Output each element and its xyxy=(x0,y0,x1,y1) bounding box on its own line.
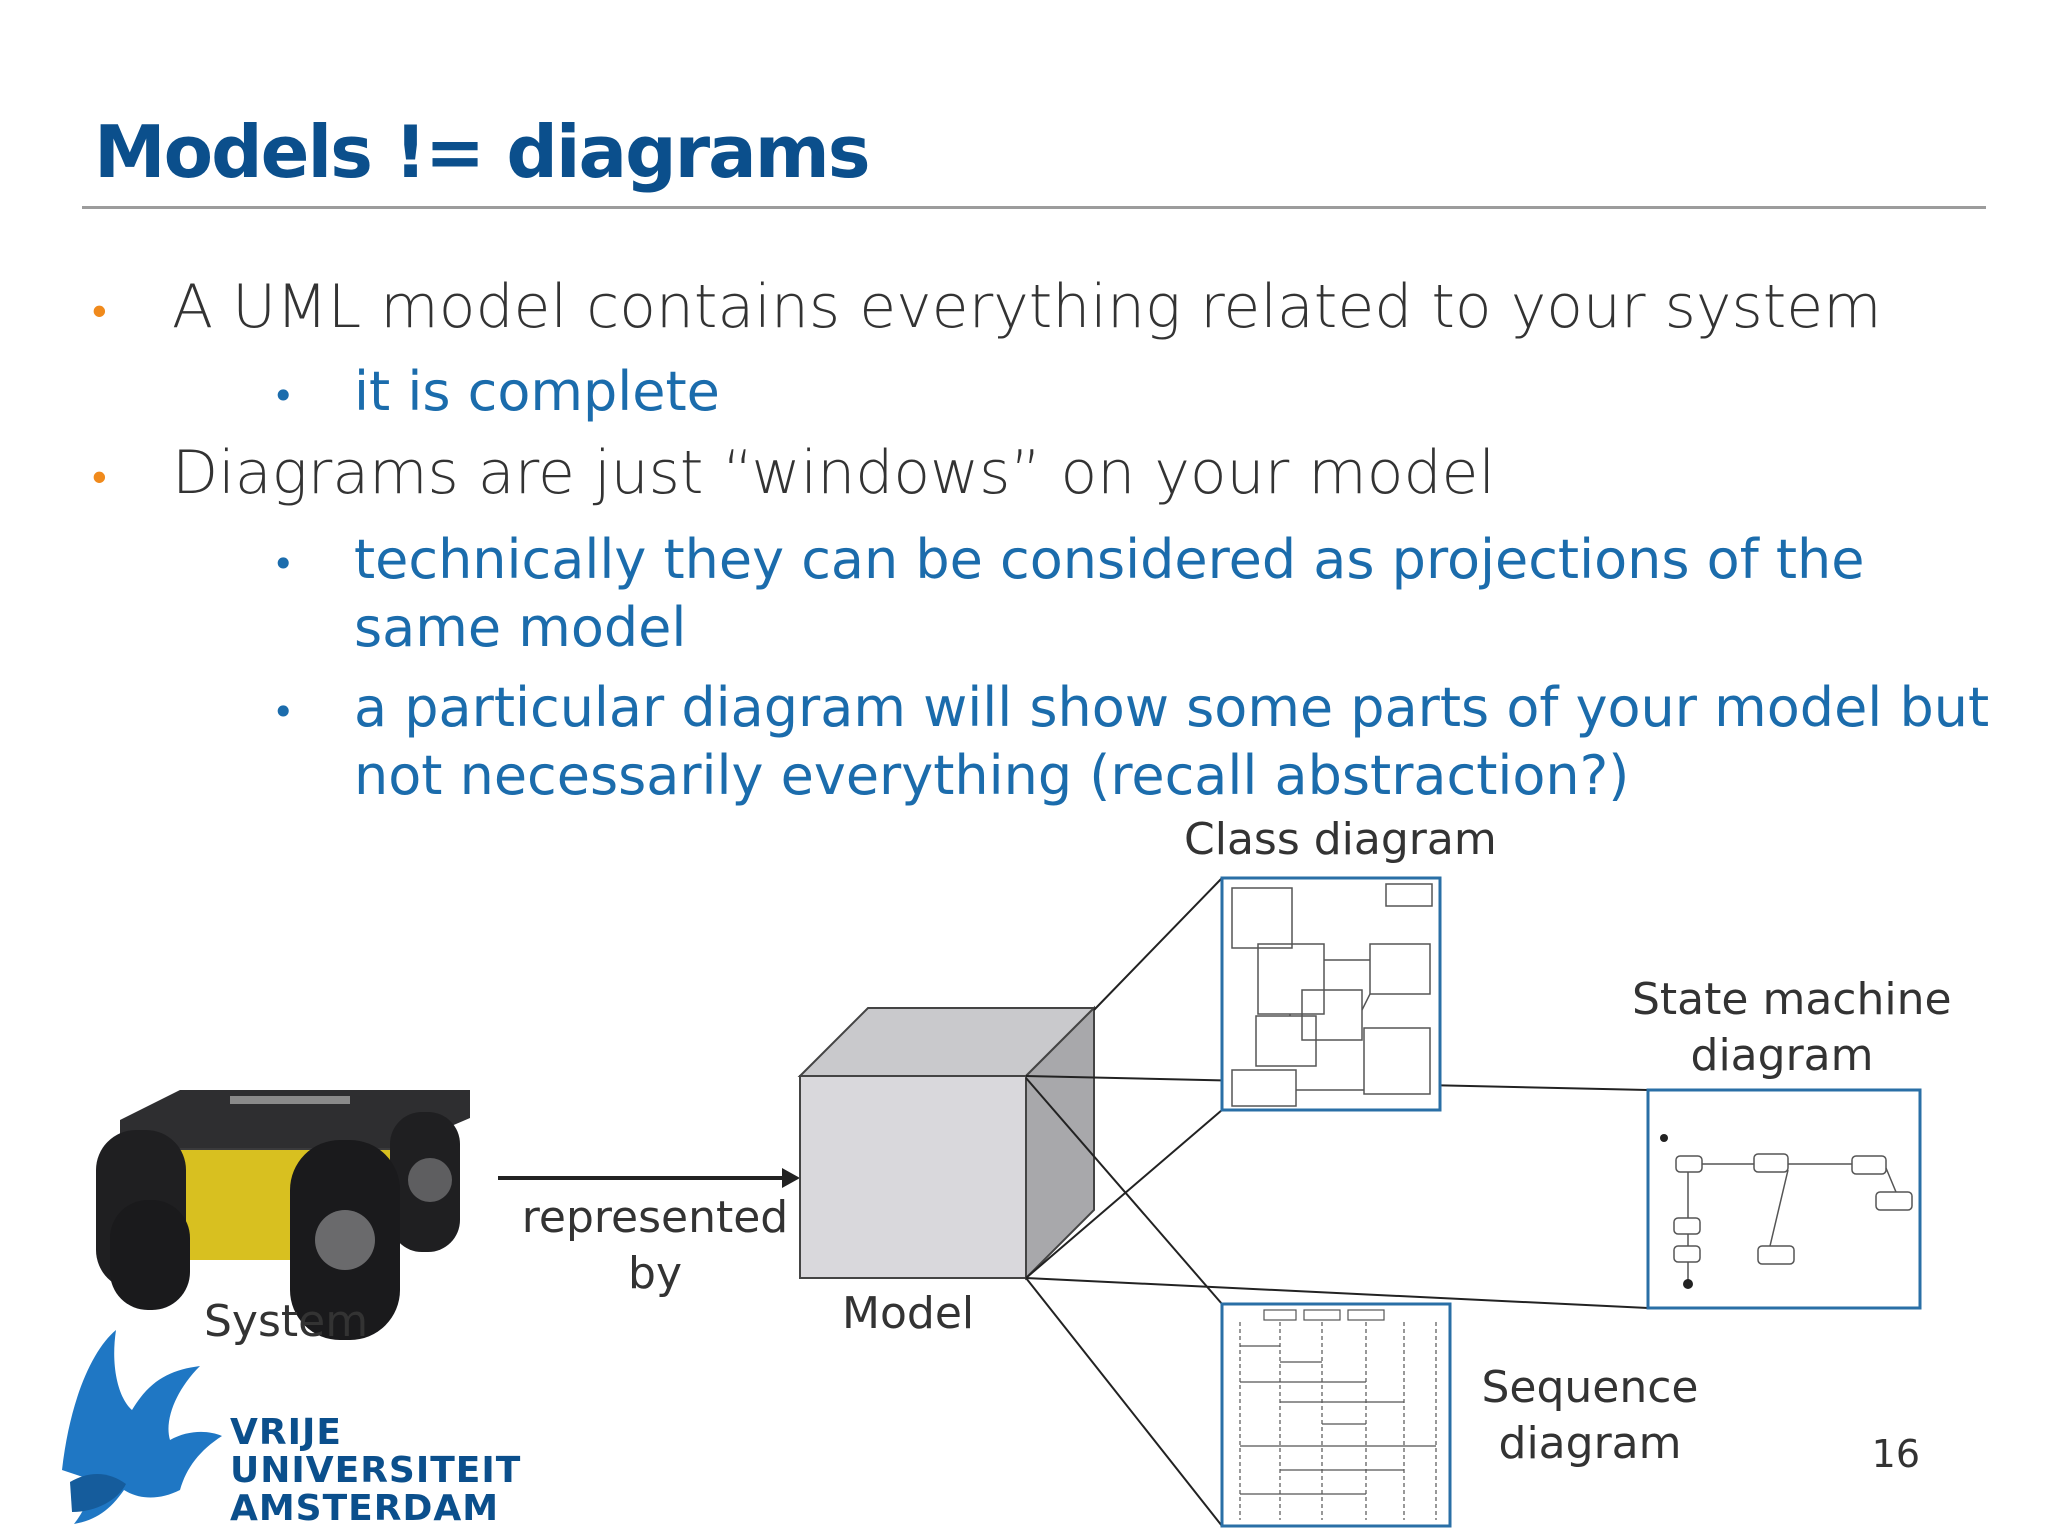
vu-logo-griffin-icon xyxy=(62,1330,222,1524)
sub-bullet-3-line-2: not necessarily everything (recall abstr… xyxy=(354,744,1630,807)
class-diagram-thumbnail xyxy=(1220,876,1442,1112)
system-label: System xyxy=(204,1296,369,1347)
sub-bullet-3-line-1: a particular diagram will show some part… xyxy=(354,676,1990,739)
logo-line-3: AMSTERDAM xyxy=(230,1488,500,1529)
bullet-dot: • xyxy=(92,286,107,335)
model-label: Model xyxy=(842,1288,975,1339)
logo-line-1: VRIJE xyxy=(230,1412,342,1453)
vu-logo-text: VRIJE UNIVERSITEIT AMSTERDAM xyxy=(230,1414,521,1528)
sequence-label-line-2: diagram xyxy=(1498,1418,1682,1469)
title-divider xyxy=(82,206,1986,209)
state-machine-label-line-1: State machine xyxy=(1632,974,1952,1025)
projection-lines xyxy=(1025,877,1649,1527)
class-diagram-label: Class diagram xyxy=(1184,814,1497,865)
state-machine-thumbnail xyxy=(1646,1088,1922,1310)
state-machine-label-line-2: diagram xyxy=(1690,1030,1874,1081)
page-number: 16 xyxy=(1871,1432,1920,1476)
arrow-label-line-2: by xyxy=(628,1248,682,1299)
arrow-label: represented by xyxy=(520,1190,790,1302)
bullet-1-text: A UML model contains everything related … xyxy=(172,272,1882,342)
robot-image xyxy=(96,1090,470,1340)
sequence-diagram-label: Sequence diagram xyxy=(1470,1360,1710,1472)
sequence-label-line-1: Sequence xyxy=(1481,1362,1699,1413)
sub-bullet-2-text: technically they can be considered as pr… xyxy=(354,526,1865,662)
sub-bullet-2-line-2: same model xyxy=(354,596,687,659)
slide-title: Models != diagrams xyxy=(94,110,871,194)
sub-bullet-3-text: a particular diagram will show some part… xyxy=(354,674,1989,810)
state-machine-label: State machine diagram xyxy=(1632,972,1952,1084)
bullet-dot: • xyxy=(92,452,107,501)
sequence-diagram-thumbnail xyxy=(1220,1302,1452,1528)
model-cube xyxy=(797,1005,1097,1281)
logo-line-2: UNIVERSITEIT xyxy=(230,1450,522,1491)
bullet-dot: • xyxy=(272,374,295,418)
sub-bullet-1-text: it is complete xyxy=(354,360,720,423)
bullet-dot: • xyxy=(272,542,295,586)
bullet-2-text: Diagrams are just “windows” on your mode… xyxy=(172,438,1496,508)
arrow-head-icon xyxy=(782,1168,800,1188)
arrow-label-line-1: represented xyxy=(521,1192,789,1243)
bullet-dot: • xyxy=(272,690,295,734)
sub-bullet-2-line-1: technically they can be considered as pr… xyxy=(354,528,1865,591)
